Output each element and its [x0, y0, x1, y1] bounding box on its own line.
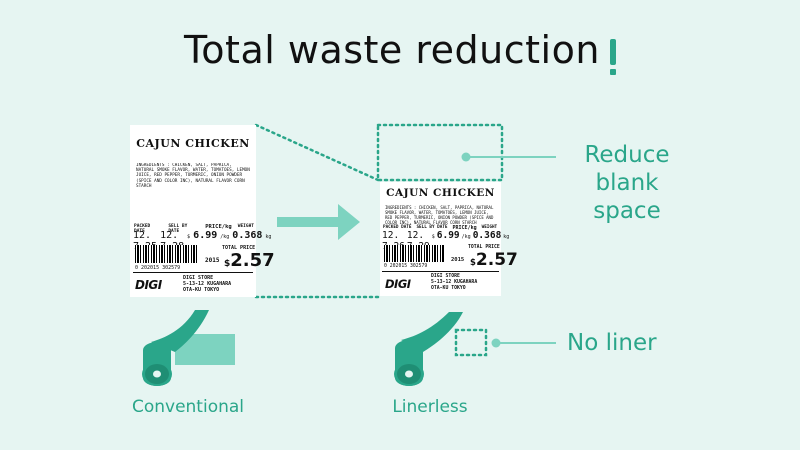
exclamation-icon: [609, 39, 616, 75]
store-name: DIGI STORE: [431, 274, 460, 279]
price-currency: $: [431, 234, 435, 240]
store-info: DIGI STORE 5-13-12 KUGAHARA OTA-KU TOKYO: [431, 274, 477, 291]
total-value: 2.57: [475, 250, 518, 270]
roll-label-tail: [151, 310, 209, 352]
store-address-2: OTA-KU TOKYO: [183, 287, 220, 293]
no-liner-callout: No liner: [567, 330, 657, 356]
page-title: Total waste reduction: [0, 28, 800, 75]
linerless-label: CAJUN CHICKEN INGREDIENTS : CHICKEN, SAL…: [380, 182, 518, 296]
linerless-caption: Linerless: [392, 397, 468, 417]
weight-header: WEIGHT: [481, 225, 498, 230]
label-product-name: CAJUN CHICKEN: [386, 187, 495, 199]
right-arrow-icon: [277, 217, 342, 227]
digi-logo: DIGI: [385, 277, 411, 291]
label-roll-with-liner-icon: [142, 310, 235, 386]
barcode: [135, 245, 197, 263]
total-value: 2.57: [230, 250, 275, 271]
per-kg-unit: /kg: [220, 234, 230, 240]
label-rule: [382, 271, 499, 272]
price-header: PRICE/kg: [452, 225, 477, 231]
projection-line-top: [254, 123, 380, 182]
label-header-row: PACKED DATE SELL BY DATE PRICE/kg WEIGHT: [383, 225, 500, 231]
total-currency: $: [470, 258, 476, 268]
sell-by-header: SELL BY DATE: [168, 224, 188, 234]
sell-by-header: SELL BY DATE: [416, 225, 448, 230]
callout-line-2: blank space: [593, 170, 661, 224]
total-price-header: TOTAL PRICE: [222, 245, 256, 251]
label-year: 2015: [205, 257, 220, 264]
price-value: 6.99: [193, 230, 218, 241]
barcode-number: 0 202015 302579: [384, 264, 428, 269]
weight-unit: kg: [265, 234, 272, 240]
label-product-name: CAJUN CHICKEN: [136, 137, 250, 150]
price-currency: $: [187, 234, 191, 240]
weight-unit: kg: [503, 234, 510, 240]
packed-date-header: PACKED DATE: [134, 224, 151, 234]
store-info: DIGI STORE 5-13-12 KUGAHARA OTA-KU TOKYO: [183, 275, 231, 293]
conventional-label: CAJUN CHICKEN INGREDIENTS : CHICKEN, SAL…: [130, 125, 275, 297]
label-ingredients: INGREDIENTS : CHICKEN, SALT, PAPRICA, NA…: [136, 163, 250, 189]
callout-line-1: Reduce: [584, 142, 670, 168]
store-address-1: 5-13-12 KUGAHARA: [183, 281, 232, 287]
barcode: [384, 245, 444, 262]
packed-date-header: PACKED DATE: [383, 225, 412, 230]
price-value: 6.99: [436, 230, 460, 241]
label-header-row: PACKED DATE SELL BY DATE PRICE/kg WEIGHT: [134, 224, 254, 234]
price-header: PRICE/kg: [205, 224, 232, 230]
weight-value: 0.368: [232, 230, 263, 241]
title-text: Total waste reduction: [184, 28, 600, 72]
label-ingredients: INGREDIENTS : CHICKEN, SALT, PAPRICA, NA…: [385, 205, 494, 225]
total-price-header: TOTAL PRICE: [468, 245, 500, 250]
store-name: DIGI STORE: [183, 275, 214, 281]
barcode-number: 0 202015 302579: [135, 265, 181, 271]
label-roll-linerless-icon: [394, 312, 463, 386]
digi-logo: DIGI: [135, 278, 162, 292]
store-address-1: 5-13-12 KUGAHARA: [431, 279, 478, 285]
reduce-blank-space-callout: Reduce blank space: [567, 141, 687, 225]
roll-core: [405, 370, 413, 378]
blank-space-dot: [461, 152, 471, 162]
conventional-caption: Conventional: [131, 397, 245, 417]
total-price: $2.57: [470, 250, 518, 270]
right-arrow-head: [338, 204, 360, 240]
per-kg-unit: /kg: [461, 234, 471, 240]
total-price: $2.57: [224, 250, 275, 271]
blank-space-box: [376, 123, 504, 182]
label-year: 2015: [451, 257, 465, 263]
label-rule: [133, 272, 253, 273]
total-currency: $: [224, 259, 231, 269]
no-liner-dot: [491, 338, 501, 348]
roll-core: [153, 370, 161, 378]
store-address-2: OTA-KU TOKYO: [431, 285, 466, 291]
weight-value: 0.368: [472, 230, 502, 241]
weight-header: WEIGHT: [237, 224, 254, 229]
